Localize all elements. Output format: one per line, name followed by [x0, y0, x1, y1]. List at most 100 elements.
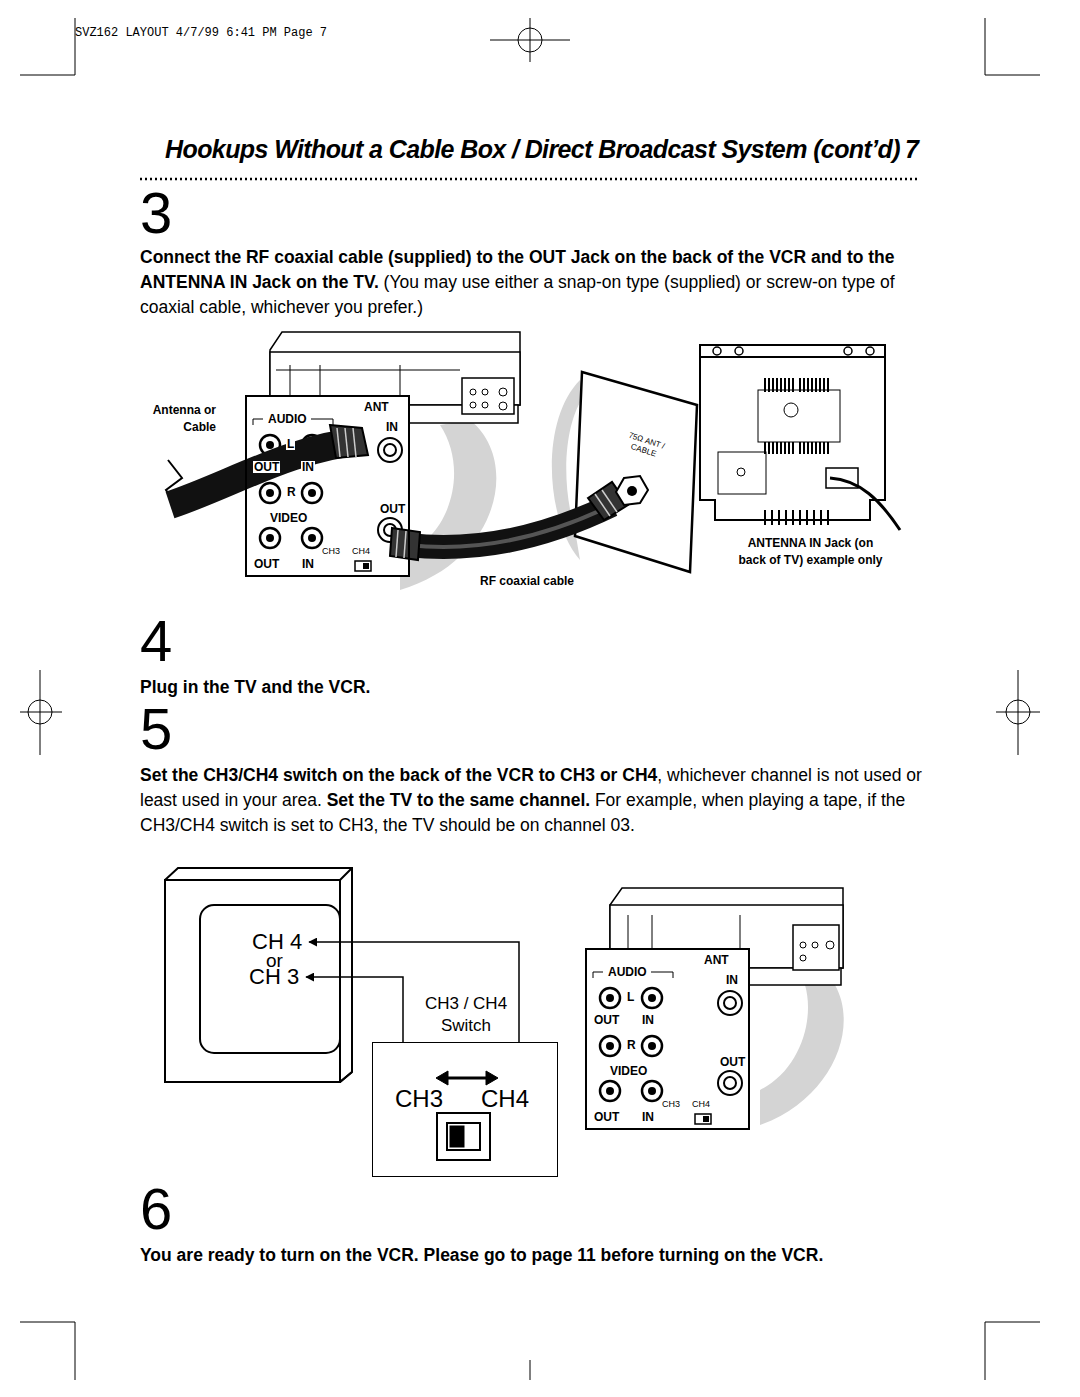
jack-name: CH4	[351, 547, 371, 556]
page-number: 7	[905, 136, 919, 164]
bold-instruction: Set the TV to the same channel.	[327, 790, 591, 810]
coax-core	[384, 444, 396, 456]
rca-pin	[266, 441, 274, 449]
vent-slot	[768, 442, 770, 454]
coax-jack	[718, 1071, 742, 1095]
vent-slot	[780, 442, 782, 454]
channel-text: CH 4	[250, 929, 304, 955]
vent-slot	[784, 378, 786, 392]
step-number: 5	[140, 700, 172, 758]
jack-name: CH4	[691, 1100, 711, 1109]
jack-panel	[245, 395, 410, 577]
vent-slot	[764, 442, 766, 454]
vent-slot	[780, 378, 782, 392]
ch-switch	[355, 561, 371, 571]
vent-slot	[827, 510, 829, 525]
vent-slot	[811, 442, 813, 454]
vent-slot	[785, 510, 787, 525]
rca-jack	[600, 1036, 620, 1056]
jack-name: CH3	[661, 1100, 681, 1109]
ch-switch	[695, 1114, 711, 1124]
vent-slot	[823, 378, 825, 392]
ch-switch-knob	[363, 563, 369, 569]
jack-name: L	[286, 438, 295, 450]
vent-slot	[784, 442, 786, 454]
vent-slot	[799, 442, 801, 454]
jack-name: R	[626, 1039, 637, 1051]
jack-name: IN	[301, 558, 315, 570]
switch-heading: CH3 / CH4 Switch	[411, 993, 521, 1037]
vent-slot	[803, 378, 805, 392]
jack-name: CH3	[321, 547, 341, 556]
jack-name: IN	[725, 974, 739, 986]
rca-jack	[302, 483, 322, 503]
vent-slot	[799, 378, 801, 392]
vent-slot	[772, 378, 774, 392]
bold-instruction: You are ready to turn on the VCR. Please…	[140, 1245, 823, 1265]
rca-pin	[266, 489, 274, 497]
instruction-text: Set the CH3/CH4 switch on the back of th…	[140, 763, 925, 838]
rca-pin	[266, 534, 274, 542]
jack-name: IN	[641, 1014, 655, 1026]
jack-name: R	[286, 486, 297, 498]
vent-slot	[771, 510, 773, 525]
coax-jack	[378, 438, 402, 462]
instruction-text: Connect the RF coaxial cable (supplied) …	[140, 245, 925, 320]
jack-panel: AUDIOANTINLOUTINRVIDEOOUTOUTINCH3CH4	[245, 395, 410, 577]
vent-slot	[806, 510, 808, 525]
jack-name: L	[626, 991, 635, 1003]
vent-slot	[811, 378, 813, 392]
vent-slot	[799, 510, 801, 525]
coax-core	[724, 997, 736, 1009]
step-number: 4	[140, 612, 172, 670]
jack-name: OUT	[253, 461, 280, 473]
vent-slot	[778, 510, 780, 525]
page-title: Hookups Without a Cable Box / Direct Bro…	[150, 136, 900, 164]
vent-slot	[772, 442, 774, 454]
switch-box: CH3 / CH4 SwitchCH3CH4	[372, 1042, 558, 1177]
vent-slot	[776, 442, 778, 454]
vent-slot	[820, 510, 822, 525]
jack-name: OUT	[253, 558, 280, 570]
jack-name: OUT	[379, 503, 406, 515]
vent-slot	[813, 510, 815, 525]
vent-slot	[827, 442, 829, 454]
jack-name: ANT	[703, 954, 730, 966]
vent-slot	[807, 442, 809, 454]
vent-slot	[819, 378, 821, 392]
vent-slot	[815, 442, 817, 454]
vent-slot	[792, 378, 794, 392]
vent-slot	[764, 510, 766, 525]
jack-name: IN	[641, 1111, 655, 1123]
coax-core	[724, 1077, 736, 1089]
rca-pin	[606, 994, 614, 1002]
vent-slot	[768, 378, 770, 392]
rca-pin	[648, 1087, 656, 1095]
rca-jack	[302, 528, 322, 548]
vent-slot	[823, 442, 825, 454]
channel-text: CH 3	[249, 964, 299, 990]
jack-name: OUT	[593, 1014, 620, 1026]
header-slug: SVZ162 LAYOUT 4/7/99 6:41 PM Page 7	[75, 26, 327, 40]
jack-name: VIDEO	[269, 512, 308, 524]
rca-jack	[642, 988, 662, 1008]
vent-slot	[788, 442, 790, 454]
rca-jack	[642, 1036, 662, 1056]
vent-slot	[776, 378, 778, 392]
callout-label: ANTENNA IN Jack (on back of TV) example …	[738, 535, 883, 569]
rca-jack	[600, 1081, 620, 1101]
connector-line	[306, 977, 403, 1042]
jack-panel: AUDIOANTINLOUTINRVIDEOOUTOUTINCH3CH4	[585, 948, 750, 1130]
rca-pin	[648, 1042, 656, 1050]
jack-name: IN	[385, 421, 399, 433]
jack-name: ANT	[363, 401, 390, 413]
channel-text: CH 4	[252, 929, 302, 955]
rca-jack	[260, 483, 280, 503]
jack-name: AUDIO	[267, 413, 308, 425]
instruction-text: Plug in the TV and the VCR.	[140, 675, 925, 700]
vent-slot	[815, 378, 817, 392]
rca-jack	[600, 988, 620, 1008]
channel-text: CH 3	[247, 964, 301, 990]
vent-slot	[827, 378, 829, 392]
